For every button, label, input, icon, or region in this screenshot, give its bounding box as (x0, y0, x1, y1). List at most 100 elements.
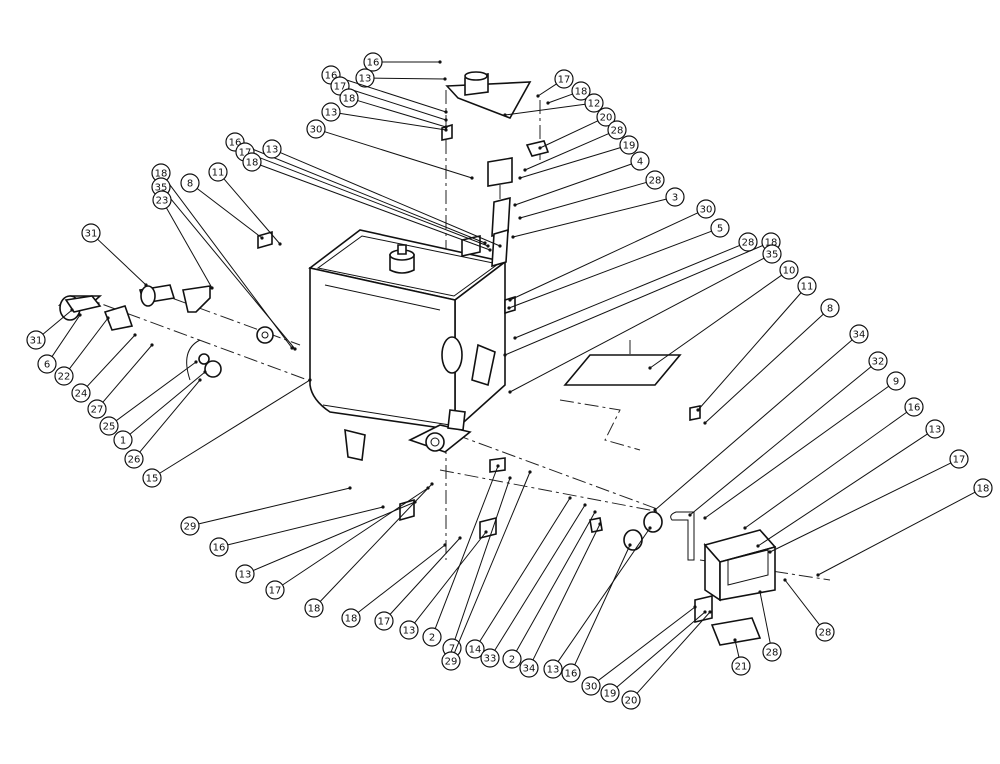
callout-number: 16 (565, 669, 578, 680)
callout-bubble (113, 430, 133, 450)
callout-arrow-tip (381, 505, 385, 509)
callout-bubble (262, 139, 282, 159)
callout-bubble (886, 371, 906, 391)
callout-c16: 3 (511, 187, 685, 239)
callout-bubble (973, 478, 993, 498)
callout-leader (519, 181, 647, 219)
callout-arrow-tip (648, 366, 652, 370)
callout-leader (509, 212, 699, 301)
callout-arrow-tip (203, 370, 207, 374)
callout-c61: 29 (441, 470, 532, 671)
callout-leader (166, 207, 213, 289)
callout-number: 26 (128, 455, 141, 466)
callout-c49: 17 (768, 449, 969, 554)
callout-bubble (208, 162, 228, 182)
callout-leader (324, 131, 473, 179)
callout-leader (757, 433, 928, 547)
callout-leader (129, 371, 206, 435)
callout-bubble (363, 52, 383, 72)
hopper-body (308, 229, 507, 432)
callout-bubble (925, 419, 945, 439)
callout-leader (769, 462, 952, 553)
callout-number: 27 (91, 405, 104, 416)
callout-bubble (820, 298, 840, 318)
callout-leader (574, 544, 631, 666)
callout-leader (454, 477, 511, 640)
callout-leader (519, 147, 621, 179)
callout-c37: 22 (54, 316, 110, 386)
callout-leader (514, 244, 740, 339)
callout-bubble (355, 68, 375, 88)
callout-c09: 12 (503, 93, 604, 117)
callout-arrow-tip (508, 476, 512, 480)
callout-c01: 16 (363, 52, 442, 72)
callout-c64: 2 (502, 510, 597, 669)
callout-leader (414, 531, 487, 624)
callout-arrow-tip (438, 60, 442, 64)
callout-arrow-tip (496, 464, 500, 468)
callout-arrow-tip (733, 638, 737, 642)
callout-number: 19 (604, 689, 617, 700)
callout-number: 13 (359, 74, 372, 85)
callout-bubble (87, 399, 107, 419)
callout-number: 16 (367, 58, 380, 69)
callout-number: 18 (246, 158, 259, 169)
callout-bubble (630, 151, 650, 171)
callout-c67: 16 (561, 543, 632, 683)
callout-number: 18 (765, 238, 778, 249)
callout-number: 8 (827, 304, 833, 315)
callout-leader (515, 511, 596, 652)
callout-bubble (738, 232, 758, 252)
callout-c46: 9 (703, 371, 906, 520)
callout-leader (69, 317, 109, 370)
callout-c57: 17 (374, 536, 462, 631)
callout-leader (223, 178, 281, 245)
callout-c70: 20 (621, 610, 712, 710)
callout-leader (704, 385, 889, 519)
callout-leader (51, 314, 81, 357)
callout-leader (636, 611, 711, 694)
callout-arrow-tip (758, 590, 762, 594)
callout-arrow-tip (688, 513, 692, 517)
callout-bubble (584, 93, 604, 113)
callout-number: 31 (30, 336, 43, 347)
callout-leader (539, 120, 599, 149)
callout-bubble (265, 580, 285, 600)
callout-c31: 8 (180, 173, 264, 240)
callout-number: 11 (212, 168, 225, 179)
callout-bubble (304, 598, 324, 618)
callout-arrow-tip (483, 241, 487, 245)
callout-leader (389, 537, 461, 615)
callout-number: 18 (345, 614, 358, 625)
callout-number: 13 (266, 145, 279, 156)
callout-c34: 31 (81, 223, 148, 287)
callout-bubble (904, 397, 924, 417)
callout-leader (734, 639, 740, 658)
callout-c24: 8 (703, 298, 840, 425)
callout-bubble (142, 468, 162, 488)
callout-number: 14 (469, 645, 482, 656)
callout-bubble (399, 620, 419, 640)
callout-leader (97, 238, 147, 286)
callout-leader (348, 88, 447, 121)
callout-c14: 4 (513, 151, 650, 207)
callout-number: 34 (853, 330, 866, 341)
callout-number: 28 (649, 176, 662, 187)
callout-c05: 18 (339, 88, 448, 129)
callout-number: 20 (625, 696, 638, 707)
callout-arrow-tip (293, 347, 297, 351)
callout-arrow-tip (507, 306, 511, 310)
callout-bubble (441, 651, 461, 671)
callout-arrow-tip (783, 578, 787, 582)
callout-c21: 35 (508, 244, 782, 394)
callout-arrow-tip (458, 536, 462, 540)
callout-leader (198, 487, 351, 525)
callout-leader (479, 497, 571, 642)
callout-leader (102, 344, 153, 403)
callout-bubble (607, 120, 627, 140)
callout-arrow-tip (488, 248, 492, 252)
valve-assembly (344, 409, 472, 461)
callout-c51: 29 (180, 486, 352, 536)
callout-leader (42, 309, 73, 335)
left-burner-assembly (57, 230, 274, 381)
